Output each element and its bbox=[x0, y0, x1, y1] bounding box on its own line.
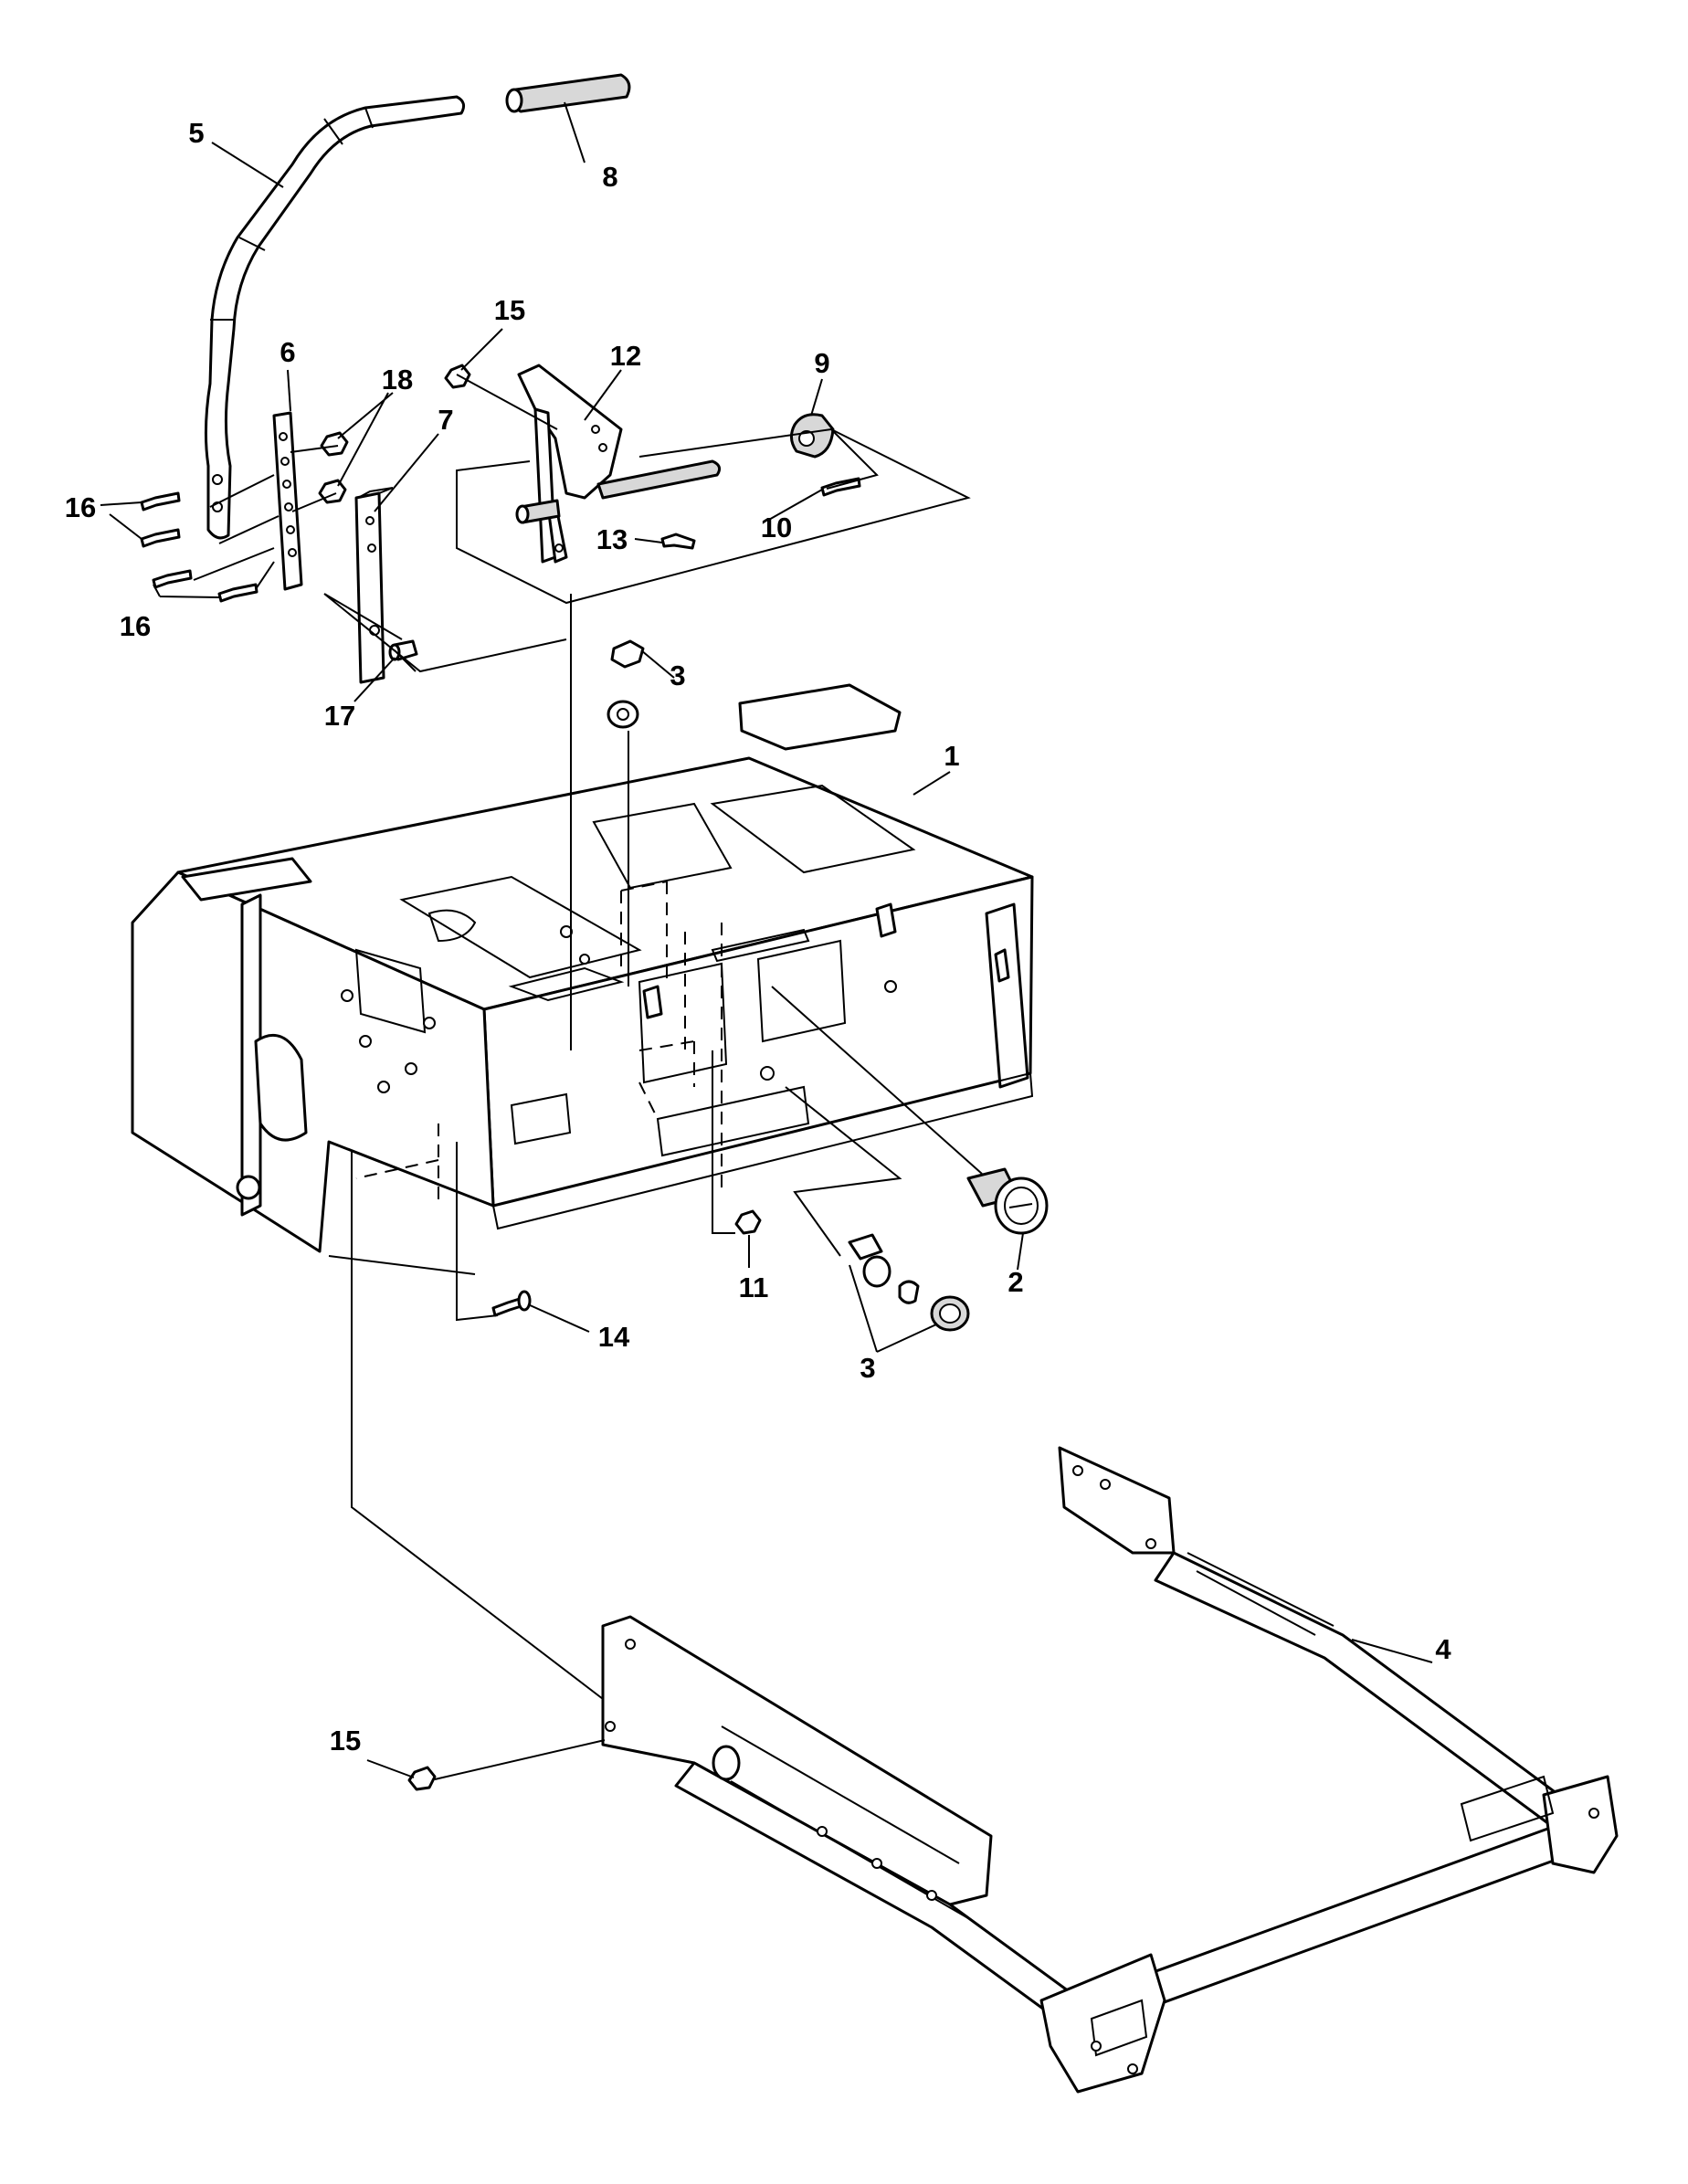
callout-1: 1 bbox=[944, 740, 959, 772]
callout-10: 10 bbox=[761, 512, 792, 543]
callout-15-upper: 15 bbox=[494, 294, 525, 326]
handle-bracket-part bbox=[354, 487, 394, 684]
callout-4: 4 bbox=[1435, 1633, 1451, 1665]
plug-part bbox=[848, 1233, 970, 1332]
callout-3-lower: 3 bbox=[860, 1352, 875, 1384]
callout-17: 17 bbox=[324, 700, 355, 732]
assembly-lines bbox=[193, 374, 983, 1780]
callout-5: 5 bbox=[188, 117, 204, 149]
nut-part bbox=[407, 1766, 437, 1791]
callout-12: 12 bbox=[610, 340, 641, 372]
lower-frame-part bbox=[601, 1446, 1619, 2094]
callout-11: 11 bbox=[739, 1271, 769, 1303]
bearing-part bbox=[790, 413, 835, 459]
callout-16-upper: 16 bbox=[65, 491, 96, 523]
callout-15-lower: 15 bbox=[330, 1725, 361, 1757]
callout-labels: 1 2 3 3 4 5 6 7 8 9 10 11 12 13 14 15 15… bbox=[65, 117, 1452, 1757]
main-frame-part bbox=[131, 683, 1034, 1253]
callout-2: 2 bbox=[1008, 1266, 1023, 1298]
bolt-part bbox=[140, 491, 258, 603]
callout-8: 8 bbox=[602, 161, 617, 193]
callout-leaders bbox=[100, 101, 1433, 1778]
callout-3-upper: 3 bbox=[670, 659, 685, 691]
callout-13: 13 bbox=[596, 523, 628, 555]
nut-part bbox=[607, 700, 639, 729]
callout-7: 7 bbox=[438, 404, 453, 436]
pedal-bracket-part bbox=[515, 364, 722, 564]
nut-part bbox=[734, 1209, 762, 1235]
callout-16-lower: 16 bbox=[120, 610, 151, 642]
handle-mount-plate-part bbox=[272, 411, 303, 591]
hidden-lines bbox=[355, 881, 723, 1206]
nut-part bbox=[318, 431, 349, 504]
callout-9: 9 bbox=[814, 347, 829, 379]
switch-part bbox=[966, 1167, 1049, 1235]
callout-6: 6 bbox=[280, 336, 295, 368]
handle-bar-part bbox=[204, 95, 466, 540]
callout-14: 14 bbox=[598, 1321, 630, 1353]
bolt-part bbox=[491, 1290, 532, 1317]
handle-grip-part bbox=[505, 73, 631, 113]
nut-part bbox=[444, 364, 645, 669]
callout-18: 18 bbox=[382, 364, 413, 396]
